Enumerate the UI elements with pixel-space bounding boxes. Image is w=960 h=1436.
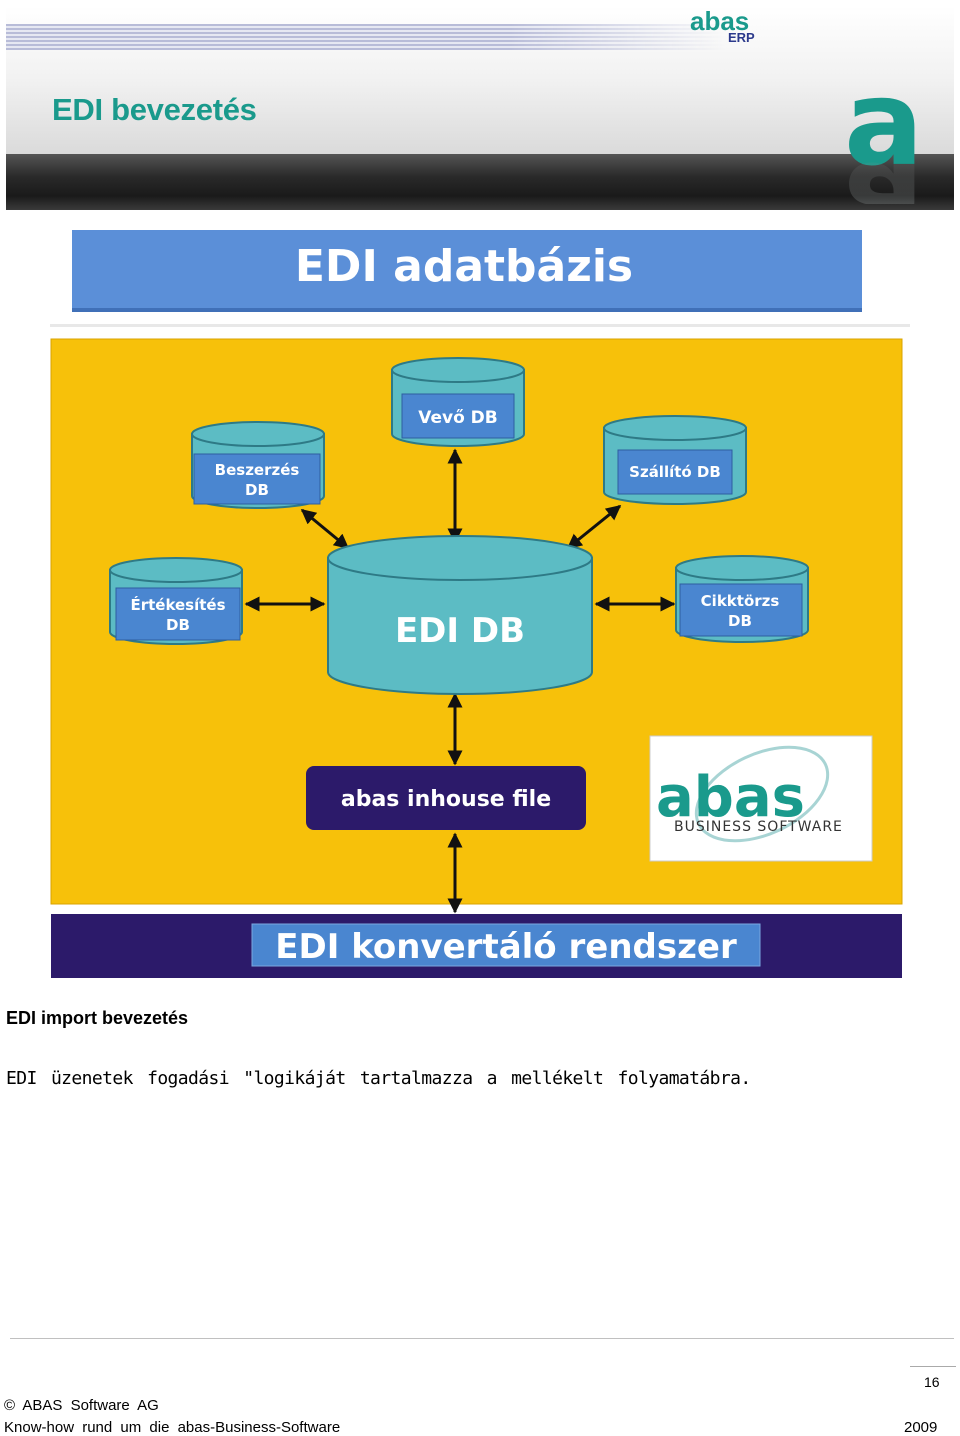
cikktorzs-db-label: Cikktörzs bbox=[701, 592, 780, 610]
inhouse-file-box bbox=[306, 766, 586, 830]
page-number: 16 bbox=[924, 1374, 940, 1390]
abas-erp-logo: abas ERP bbox=[690, 6, 755, 44]
szallito-db-label: Szállító DB bbox=[629, 463, 721, 481]
beszerzes-db-cylinder: Beszerzés DB bbox=[191, 421, 325, 509]
arrow-szallito-edi bbox=[566, 504, 622, 550]
beszerzes-db-label-2: DB bbox=[245, 481, 269, 499]
footer-year: 2009 bbox=[904, 1419, 938, 1436]
edi-database-diagram: EDI adatbázis Vevő DB Beszerzés DB Száll… bbox=[50, 230, 910, 978]
logo-abas-text: abas bbox=[690, 6, 749, 36]
cikktorzs-db-label-2: DB bbox=[728, 612, 752, 630]
ertekesites-db-cylinder: Értékesítés DB bbox=[109, 557, 243, 645]
vevo-db-cylinder: Vevő DB bbox=[391, 357, 525, 447]
footer-copyright: © ABAS Software AG bbox=[4, 1397, 159, 1414]
beszerzes-db-label: Beszerzés bbox=[215, 461, 300, 479]
footer-tagline: Know-how rund um die abas-Business-Softw… bbox=[4, 1419, 341, 1436]
footer-rule bbox=[10, 1338, 954, 1339]
arrow-beszerzes-edi bbox=[300, 508, 350, 550]
abas-a-logo: a a bbox=[844, 72, 924, 204]
header-banner: EDI bevezetés bbox=[6, 6, 954, 210]
logo-a-letter: a bbox=[844, 72, 924, 192]
page-title: EDI bevezetés bbox=[52, 92, 257, 127]
vevo-db-label: Vevő DB bbox=[418, 408, 498, 428]
diagram-title: EDI adatbázis bbox=[295, 241, 633, 292]
section-heading: EDI import bevezetés bbox=[6, 1008, 189, 1028]
converter-label-box bbox=[251, 923, 761, 967]
abas-logo-word: abas bbox=[656, 765, 805, 830]
page-number-rule bbox=[910, 1366, 956, 1367]
diagram-title-bar bbox=[72, 230, 862, 310]
logo-erp-text: ERP bbox=[728, 30, 755, 44]
abas-logo-tagline: BUSINESS SOFTWARE bbox=[674, 819, 843, 835]
body-paragraph: EDI üzenetek fogadási "logikáját tartalm… bbox=[6, 1068, 751, 1089]
header-stripes bbox=[6, 24, 726, 50]
header-dark-band bbox=[6, 154, 954, 210]
ertekesites-db-label: Értékesítés bbox=[130, 595, 225, 614]
inhouse-file-label: abas inhouse file bbox=[341, 787, 551, 812]
edi-db-label: EDI DB bbox=[395, 611, 525, 651]
converter-label: EDI konvertáló rendszer bbox=[275, 927, 737, 967]
diagram-title-shadow bbox=[72, 308, 862, 312]
logo-a-reflection: a bbox=[844, 136, 924, 204]
abas-business-software-logo: abas BUSINESS SOFTWARE bbox=[649, 735, 873, 862]
ertekesites-db-label-2: DB bbox=[166, 616, 190, 634]
edi-db-cylinder: EDI DB bbox=[327, 535, 593, 695]
cikktorzs-db-cylinder: Cikktörzs DB bbox=[675, 555, 809, 643]
diagram-divider bbox=[50, 324, 910, 327]
szallito-db-cylinder: Szállító DB bbox=[603, 415, 747, 505]
